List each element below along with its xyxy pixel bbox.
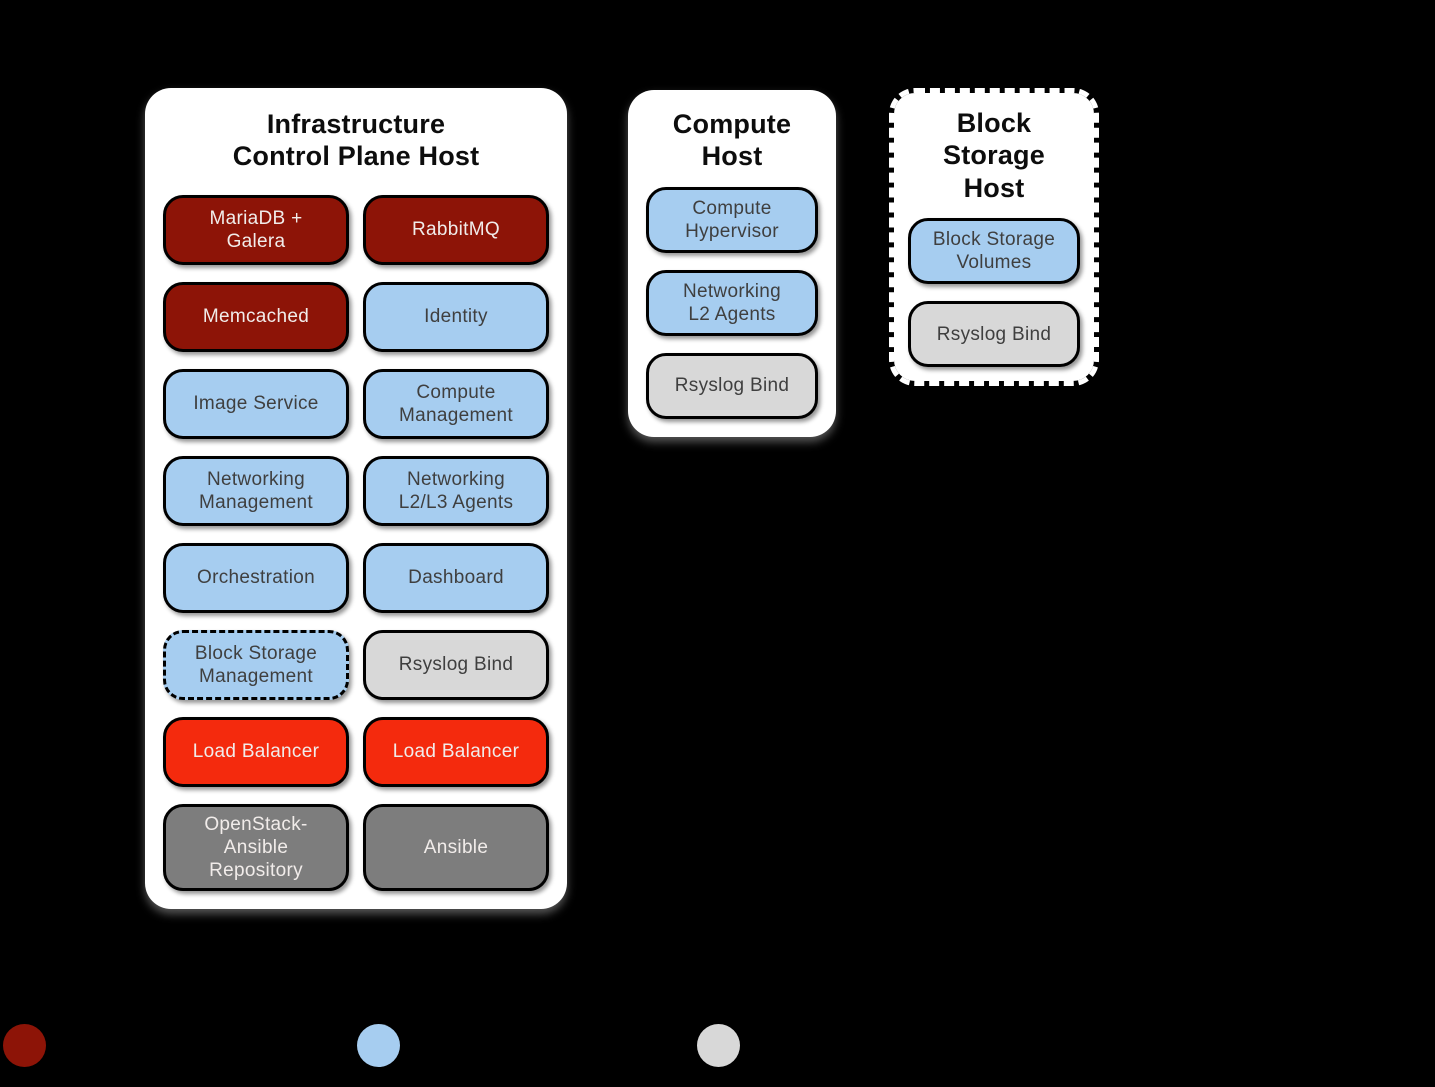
- legend-dot-dark-red: [2, 1023, 46, 1067]
- box-mariadb-galera: MariaDB + Galera: [163, 194, 349, 265]
- box-load-balancer-2: Load Balancer: [363, 716, 549, 787]
- box-compute-hypervisor: Compute Hypervisor: [646, 186, 818, 253]
- legend-dot-blue: [356, 1023, 400, 1067]
- box-image-service: Image Service: [163, 368, 349, 439]
- panel-title-block-storage-host: Block Storage Host: [943, 108, 1045, 203]
- box-block-storage-management: Block Storage Management: [163, 629, 349, 700]
- box-rsyslog-bind-compute: Rsyslog Bind: [646, 352, 818, 419]
- box-networking-management: Networking Management: [163, 455, 349, 526]
- box-rabbitmq: RabbitMQ: [363, 194, 549, 265]
- box-openstack-ansible-repository: OpenStack- Ansible Repository: [163, 803, 349, 892]
- box-networking-l2-agents: Networking L2 Agents: [646, 269, 818, 336]
- box-dashboard: Dashboard: [363, 542, 549, 613]
- panel-title-compute-host: Compute Host: [672, 109, 792, 172]
- panel-title-infrastructure-control-plane-host: Infrastructure Control Plane Host: [232, 109, 480, 172]
- box-memcached: Memcached: [163, 281, 349, 352]
- box-ansible: Ansible: [363, 803, 549, 892]
- box-rsyslog-bind-infra: Rsyslog Bind: [363, 629, 549, 700]
- box-load-balancer-1: Load Balancer: [163, 716, 349, 787]
- box-block-storage-volumes: Block Storage Volumes: [908, 218, 1080, 285]
- box-networking-l2-l3-agents: Networking L2/L3 Agents: [363, 455, 549, 526]
- box-rsyslog-bind-block: Rsyslog Bind: [908, 301, 1080, 368]
- box-identity: Identity: [363, 281, 549, 352]
- legend-dot-gray: [696, 1023, 740, 1067]
- box-compute-management: Compute Management: [363, 368, 549, 439]
- box-orchestration: Orchestration: [163, 542, 349, 613]
